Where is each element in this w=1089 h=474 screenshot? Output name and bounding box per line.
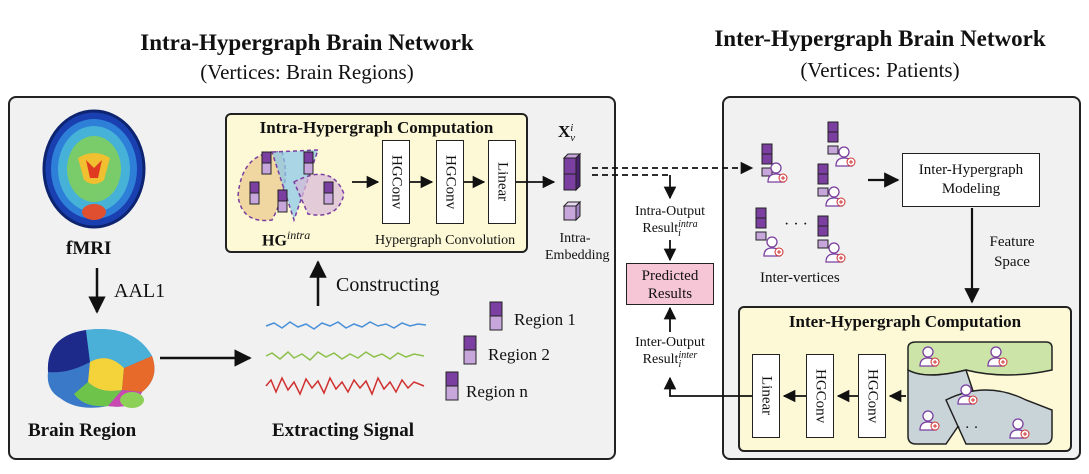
intra-hypergraph-illustration [237,149,345,223]
brain-region-label: Brain Region [28,420,137,441]
hg-intra-label: HGintra [262,228,311,250]
region-n-vector [445,371,459,401]
intra-network-subtitle: (Vertices: Brain Regions) [200,60,414,84]
inter-hypergraph-illustration [907,341,1053,445]
inter-vertices-ellipsis: · · · [784,216,808,233]
intra-hgconv-layer-1: HGConv [382,140,410,224]
intra-linear-layer: Linear [488,140,516,224]
intra-computation-title: Intra-Hypergraph Computation [259,118,494,137]
inter-linear-layer: Linear [752,354,780,438]
signal-region-1 [265,321,427,330]
aal-label: AAL1 [114,280,166,302]
inter-result-return-arrow [663,376,752,397]
intra-embedding-label: Intra-Embedding [545,231,610,263]
hypergraph-convolution-label: Hypergraph Convolution [375,233,516,248]
embedding-to-inter-arrow [592,161,754,200]
region-2-label: Region 2 [488,345,550,364]
brain-signals [265,321,427,396]
inter-network-title: Inter-Hypergraph Brain Network [714,26,1046,51]
signal-region-2 [265,350,425,361]
inter-hypergraph-ellipsis: · · · [956,420,979,436]
region-1-label: Region 1 [514,310,576,329]
intra-hgconv-layer-2: HGConv [436,140,464,224]
region-2-vector [463,335,477,365]
signal-region-n [265,376,425,396]
brain-region-image [47,329,155,408]
extracting-signal-label: Extracting Signal [272,420,414,441]
region-vectors [445,301,503,401]
intra-network-title: Intra-Hypergraph Brain Network [140,30,474,55]
fmri-label: fMRI [66,238,112,259]
inter-network-subtitle: (Vertices: Patients) [800,58,960,82]
inter-hgconv-layer-1: HGConv [806,354,834,438]
inter-computation-title: Inter-Hypergraph Computation [788,312,1022,331]
region-1-vector [489,301,503,331]
region-n-label: Region n [466,382,528,401]
fmri-brain-image [42,109,146,229]
constructing-label: Constructing [336,274,440,296]
inter-hgconv-layer-2: HGConv [858,354,886,438]
intra-embedding-vector [562,152,582,222]
inter-vertices-label: Inter-vertices [760,270,840,286]
